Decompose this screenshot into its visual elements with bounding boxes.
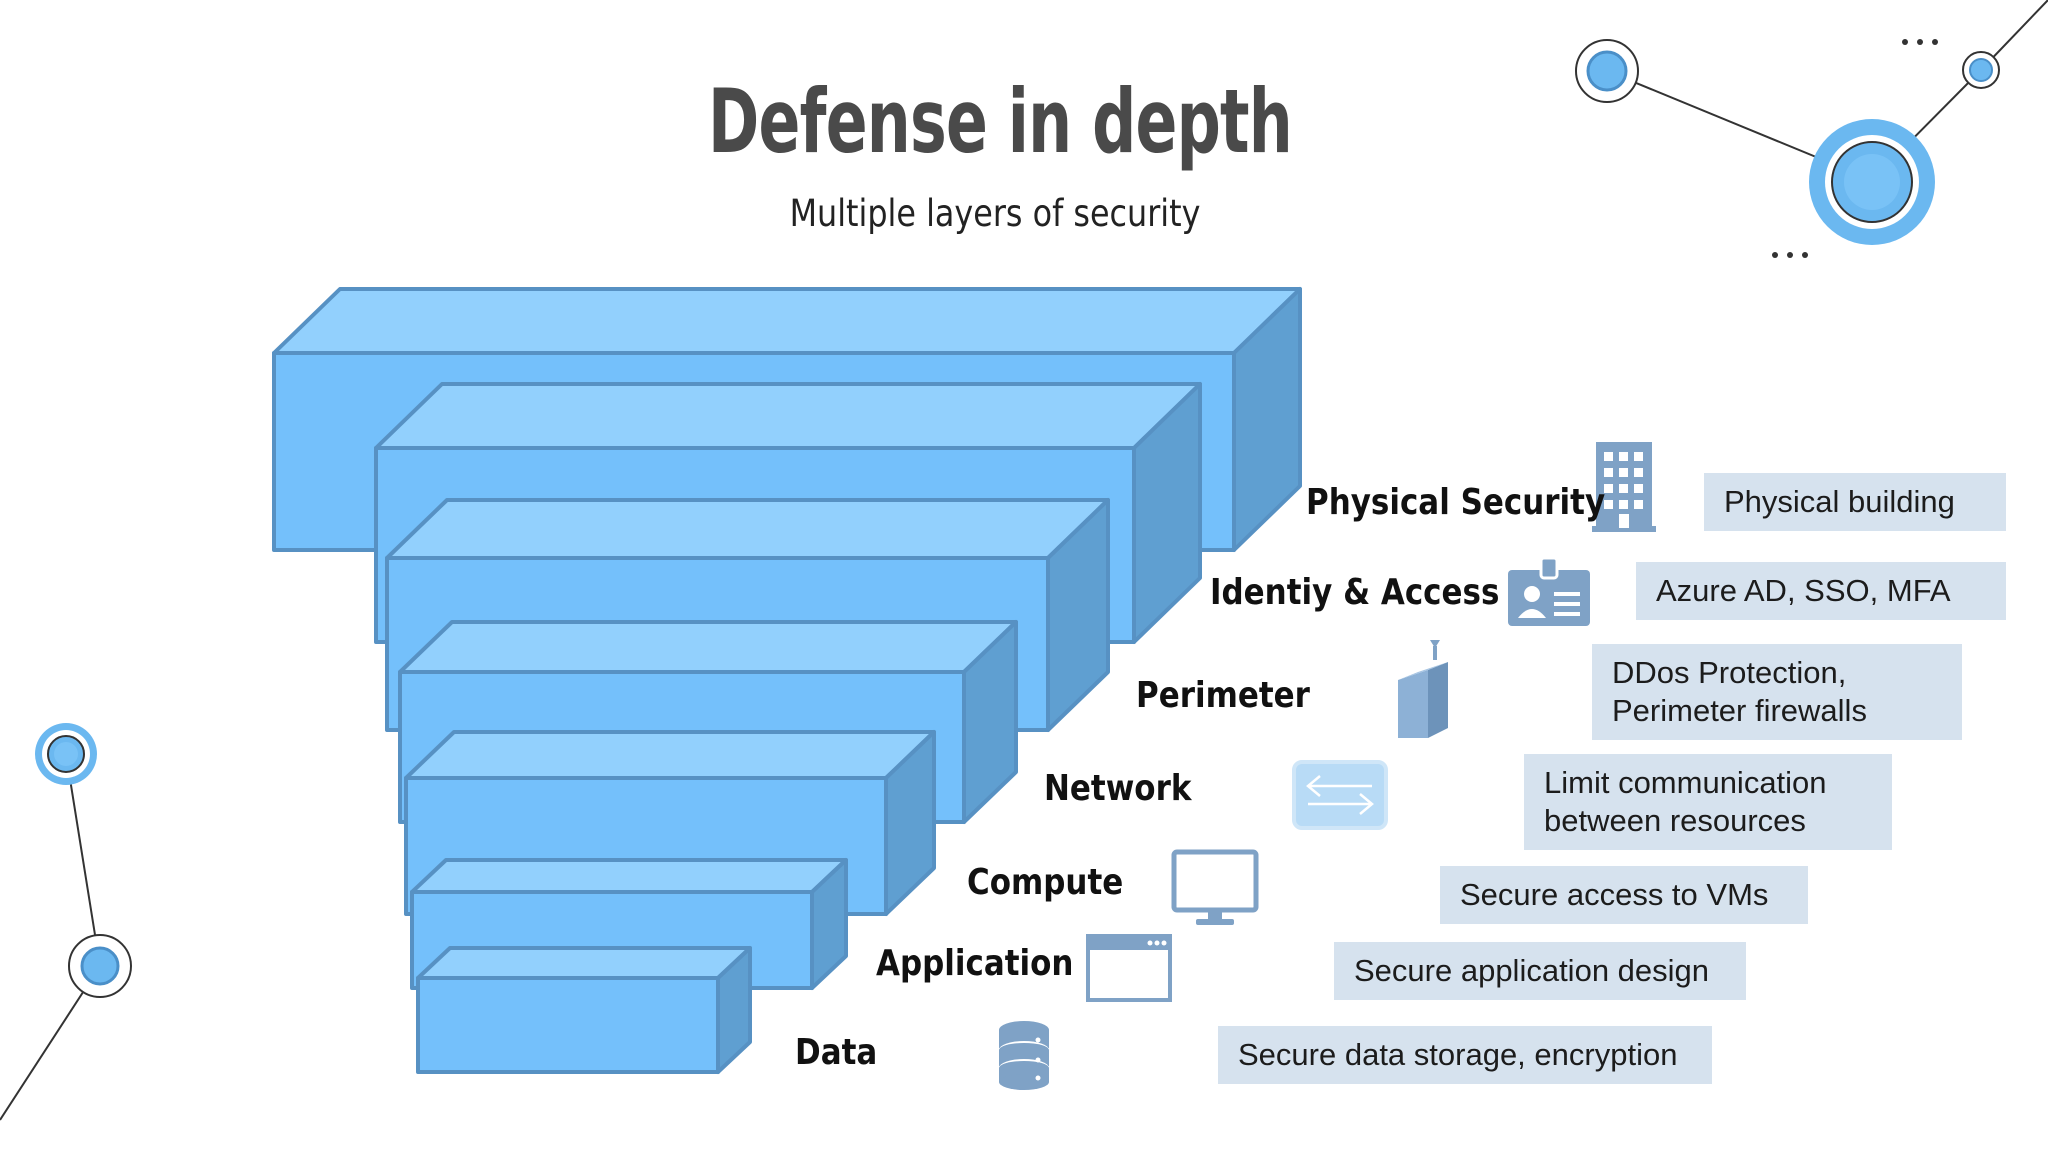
description-perimeter: DDos Protection, Perimeter firewalls xyxy=(1592,644,1962,740)
building-icon xyxy=(1592,442,1656,532)
node-circle-large xyxy=(1809,119,1935,245)
layer-label-physical-security: Physical Security xyxy=(1306,482,1606,523)
ellipsis-dots xyxy=(1772,39,1938,258)
description-text: Secure access to VMs xyxy=(1460,877,1769,912)
description-physical-security: Physical building xyxy=(1704,473,2006,531)
connector-line xyxy=(65,753,101,967)
node-circle xyxy=(35,723,97,785)
node-circle xyxy=(68,934,132,998)
description-text: Secure application design xyxy=(1354,953,1710,988)
description-data: Secure data storage, encryption xyxy=(1218,1026,1712,1084)
network-arrows-icon xyxy=(1292,760,1388,830)
node-circle-small xyxy=(1962,51,2000,89)
description-application: Secure application design xyxy=(1334,942,1746,1000)
layer-boxes xyxy=(272,287,1302,1074)
slide-subtitle: Multiple layers of security xyxy=(789,192,1201,235)
database-icon xyxy=(999,1021,1049,1090)
node-circle xyxy=(1575,39,1639,103)
layer-label-application: Application xyxy=(876,943,1074,984)
app-window-icon xyxy=(1086,934,1172,1002)
description-text: Limit communication between resources xyxy=(1544,765,1827,838)
firewall-icon xyxy=(1398,640,1448,738)
layer-label-network: Network xyxy=(1044,768,1192,809)
description-compute: Secure access to VMs xyxy=(1440,866,1808,924)
layer-label-data: Data xyxy=(795,1032,878,1073)
layer-box-data xyxy=(416,946,752,1074)
description-text: DDos Protection, Perimeter firewalls xyxy=(1612,655,1867,728)
description-text: Physical building xyxy=(1724,484,1955,519)
layer-label-perimeter: Perimeter xyxy=(1136,675,1310,716)
monitor-icon xyxy=(1171,849,1259,925)
layer-label-compute: Compute xyxy=(967,862,1124,903)
slide-title: Defense in depth xyxy=(708,70,1293,173)
description-text: Azure AD, SSO, MFA xyxy=(1656,573,1951,608)
description-network: Limit communication between resources xyxy=(1524,754,1892,850)
description-identity-access: Azure AD, SSO, MFA xyxy=(1636,562,2006,620)
id-badge-icon xyxy=(1508,556,1590,626)
description-text: Secure data storage, encryption xyxy=(1238,1037,1678,1072)
layer-label-identity-access: Identiy & Access xyxy=(1210,572,1500,613)
